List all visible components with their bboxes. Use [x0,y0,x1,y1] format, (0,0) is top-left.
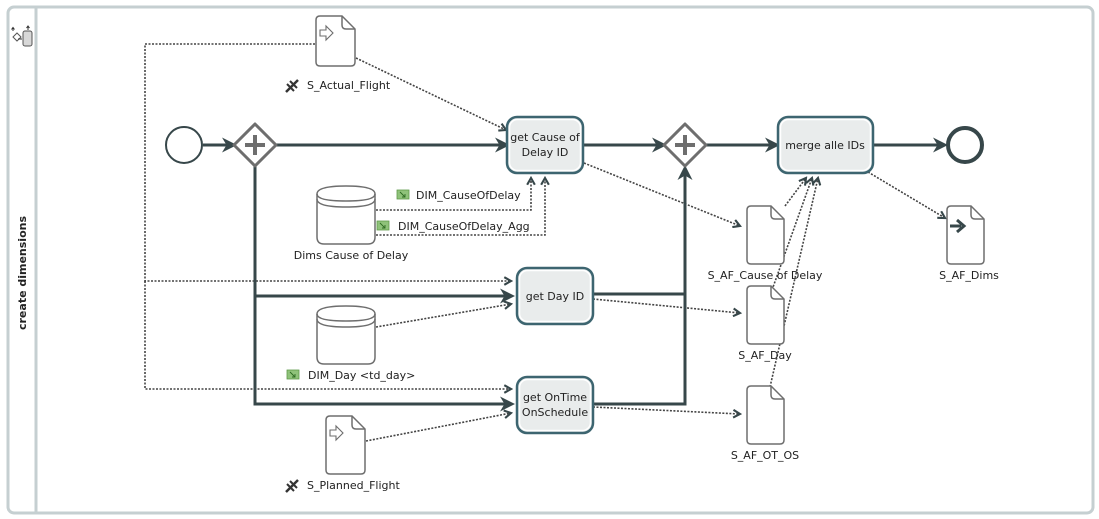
flow-ontime-to-join [594,165,693,406]
input-arrow-icon [329,424,344,442]
data-object-s-af-dims[interactable]: S_AF_Dims [939,205,999,282]
task-merge-alle-ids[interactable]: merge alle IDs [776,115,875,175]
data-store-dims-cause-of-delay[interactable]: Dims Cause of Delay [294,185,409,262]
pool-data-object-icon[interactable] [11,25,33,47]
task-label: OnSchedule [522,406,588,419]
task-label: Delay ID [522,146,569,159]
lane-label: create dimensions [16,216,29,330]
data-object-s-planned-flight[interactable]: S_Planned_Flight [285,415,400,493]
task-label: get Day ID [526,290,585,303]
task-label: get Cause of [510,131,581,144]
task-label: get OnTime [523,391,587,404]
assoc-planned-to-ontime [365,413,511,442]
data-object-s-af-cause-of-delay[interactable]: S_AF_Cause of Delay [708,205,823,282]
end-event[interactable] [946,126,984,164]
pool [6,5,1095,515]
assoc-label-dim-causeofdelay[interactable]: DIM_CauseOfDelay [396,189,521,202]
task-get-cause-of-delay-id[interactable]: get Cause of Delay ID [505,115,585,175]
assoc-label-text: DIM_CauseOfDelay_Agg [398,220,530,233]
data-store-dim-day[interactable] [316,305,376,365]
data-object-s-af-ot-os[interactable]: S_AF_OT_OS [731,385,799,462]
task-get-day-id[interactable]: get Day ID [515,266,595,326]
assoc-label-text: DIM_Day <td_day> [308,369,415,382]
plus-icon [675,135,695,155]
table-icon [396,189,410,200]
assoc-saf-otos-to-merge [769,178,818,388]
sequence-flows [203,137,948,412]
assoc-label-dim-causeofdelay-agg[interactable]: DIM_CauseOfDelay_Agg [376,220,530,233]
assoc-label-dim-day[interactable]: DIM_Day <td_day> [286,369,415,382]
task-get-ontime-onschedule[interactable]: get OnTime OnSchedule [515,375,595,435]
task-label: merge alle IDs [785,139,865,152]
satellite-icon [285,79,299,93]
data-store-label: Dims Cause of Delay [294,249,409,262]
assoc-dim-day [375,304,511,328]
data-object-s-actual-flight[interactable]: S_Actual_Flight [285,15,391,93]
assoc-label-text: DIM_CauseOfDelay [416,189,521,202]
assoc-dim-causeofdelay-agg [376,178,545,236]
parallel-gateway-join[interactable] [662,122,708,168]
table-icon [376,220,390,231]
data-object-label: S_AF_Day [738,349,792,362]
assoc-dim-causeofdelay [376,178,531,211]
assoc-day-to-saf [592,298,740,313]
assoc-actual-flight-loop-2 [144,281,511,389]
satellite-icon [285,479,299,493]
input-arrow-icon [319,24,334,42]
assoc-merge-to-dims [867,171,945,218]
output-arrow-icon [950,218,967,234]
data-associations [144,43,945,442]
table-icon [286,369,300,380]
parallel-gateway-split[interactable] [232,122,278,168]
data-object-label: S_AF_Dims [939,269,999,282]
flow-split-to-ontime [253,296,515,412]
assoc-saf-day-to-merge [771,178,812,291]
assoc-saf-cause-to-merge [784,178,806,207]
plus-icon [245,135,265,155]
data-object-label: S_AF_Cause of Delay [708,269,823,282]
start-event[interactable] [165,126,203,164]
data-object-label: S_Planned_Flight [307,479,400,492]
assoc-cause-to-saf [583,162,740,226]
data-object-s-af-day[interactable]: S_AF_Day [738,285,792,362]
data-object-label: S_AF_OT_OS [731,449,799,462]
assoc-actual-flight-loop [144,43,511,281]
assoc-ontime-to-saf [592,406,740,414]
data-object-label: S_Actual_Flight [307,79,391,92]
